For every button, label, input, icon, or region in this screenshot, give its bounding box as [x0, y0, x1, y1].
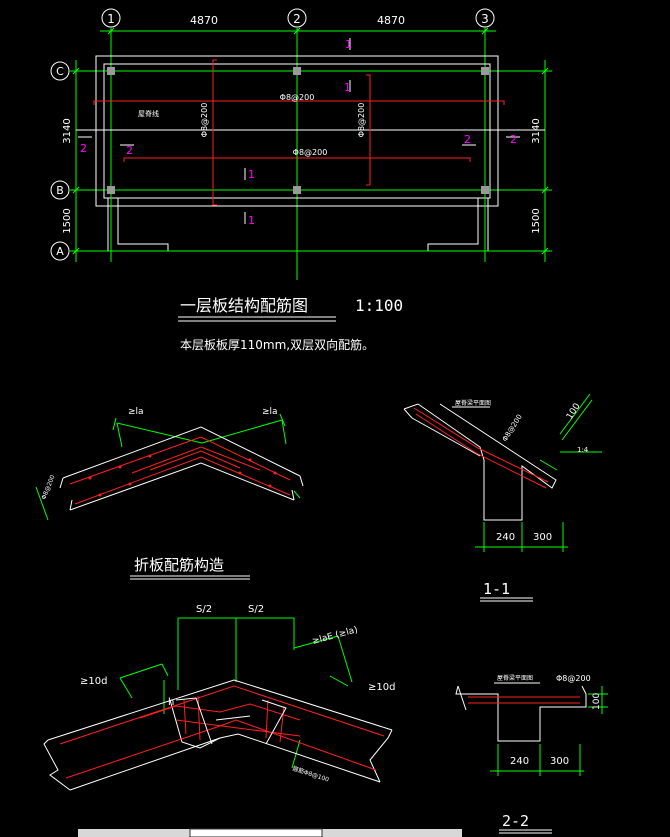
dim-top-1: 4870 — [190, 14, 218, 27]
axis-label-3: 3 — [481, 12, 489, 26]
fold-bar-label: Φ8@200 — [40, 474, 56, 501]
fold-title: 折板配筋构造 — [134, 556, 224, 574]
axis-label-c: C — [56, 65, 64, 78]
stirrup-label: 箍筋Φ8@100 — [291, 764, 330, 783]
s1-label: 屋脊梁平面图 — [455, 399, 491, 407]
section-mark-2b: 2 — [126, 144, 133, 157]
s2-label: 屋脊梁平面图 — [497, 674, 533, 682]
dim-line-left — [70, 60, 110, 262]
fold-detail: ≥la ≥la Φ8@200 折板配筋构造 — [35, 407, 304, 580]
dim-left-1: 3140 — [62, 118, 73, 143]
section-2-2: 屋脊梁平面图 Φ8@200 100 240 300 2-2 — [455, 674, 608, 834]
s2-dim-100: 100 — [592, 693, 602, 710]
section-mark-1c: 1 — [248, 168, 255, 181]
lae-label: ≥laE (≥la) — [311, 625, 359, 647]
slab-outline — [95, 55, 499, 252]
s-half-1: S/2 — [196, 604, 212, 615]
s2-rebar: Φ8@200 — [556, 674, 591, 683]
s2-title: 2-2 — [502, 812, 529, 830]
rebar-label-4: Φ8@200 — [293, 148, 328, 157]
dim-top-2: 4870 — [377, 14, 405, 27]
dim-line-right — [485, 60, 552, 262]
axis-label-1: 1 — [107, 12, 115, 26]
s1-dim-100: 100 — [565, 401, 583, 421]
columns — [107, 67, 489, 194]
plan-title: 一层板结构配筋图 — [180, 296, 308, 315]
rebar-label-2: Φ8@200 — [200, 103, 209, 138]
s1-dim-240: 240 — [496, 532, 515, 543]
section-mark-2c: 2 — [464, 133, 471, 146]
section-mark-1d: 1 — [248, 214, 255, 227]
section-1-1: 屋脊梁平面图 Φ8@200 100 1:4 240 300 1-1 — [403, 393, 602, 602]
s1-rebar: Φ8@200 — [501, 413, 524, 443]
la-left-label: ≥la — [128, 407, 144, 417]
s2-dim-300: 300 — [550, 756, 569, 767]
s1-slope: 1:4 — [577, 446, 589, 454]
section-mark-1a: 1 — [345, 38, 352, 51]
dim-left-2: 1500 — [62, 208, 73, 233]
axis-label-b: B — [56, 184, 64, 197]
ten-d-right: ≥10d — [368, 682, 395, 693]
axis-label-a: A — [56, 245, 64, 258]
section-mark-1b: 1 — [344, 81, 351, 94]
section-mark-lines — [78, 38, 520, 224]
axis-circle-c — [50, 61, 70, 81]
plan-view: 1 2 3 C B A 4870 4870 3140 1500 — [50, 8, 552, 352]
fold-detail-2: S/2 S/2 ≥laE (≥la) ≥10d ≥10d h — [43, 604, 395, 791]
s-half-2: S/2 — [248, 604, 264, 615]
ten-d-left: ≥10d — [80, 676, 107, 687]
rebar-label-1: Φ8@200 — [280, 93, 315, 102]
rebar-label-3: Φ8@200 — [357, 103, 366, 138]
axis-label-2: 2 — [293, 12, 301, 26]
axis-circle-b — [50, 180, 70, 200]
section-mark-2a: 2 — [80, 142, 87, 155]
axis-circle-a — [50, 241, 70, 261]
ridge-label: 屋脊线 — [138, 109, 159, 118]
plan-rebars — [93, 59, 505, 206]
s1-title: 1-1 — [483, 580, 510, 598]
plan-note: 本层板板厚110mm,双层双向配筋。 — [180, 337, 374, 352]
command-bar-field[interactable] — [189, 828, 323, 837]
section-mark-2d: 2 — [510, 133, 517, 146]
s1-dim-300: 300 — [533, 532, 552, 543]
plan-scale: 1:100 — [355, 296, 403, 315]
dim-right-2: 1500 — [531, 208, 542, 233]
la-right-label: ≥la — [262, 407, 278, 417]
s2-dim-240: 240 — [510, 756, 529, 767]
dim-right-1: 3140 — [531, 118, 542, 143]
